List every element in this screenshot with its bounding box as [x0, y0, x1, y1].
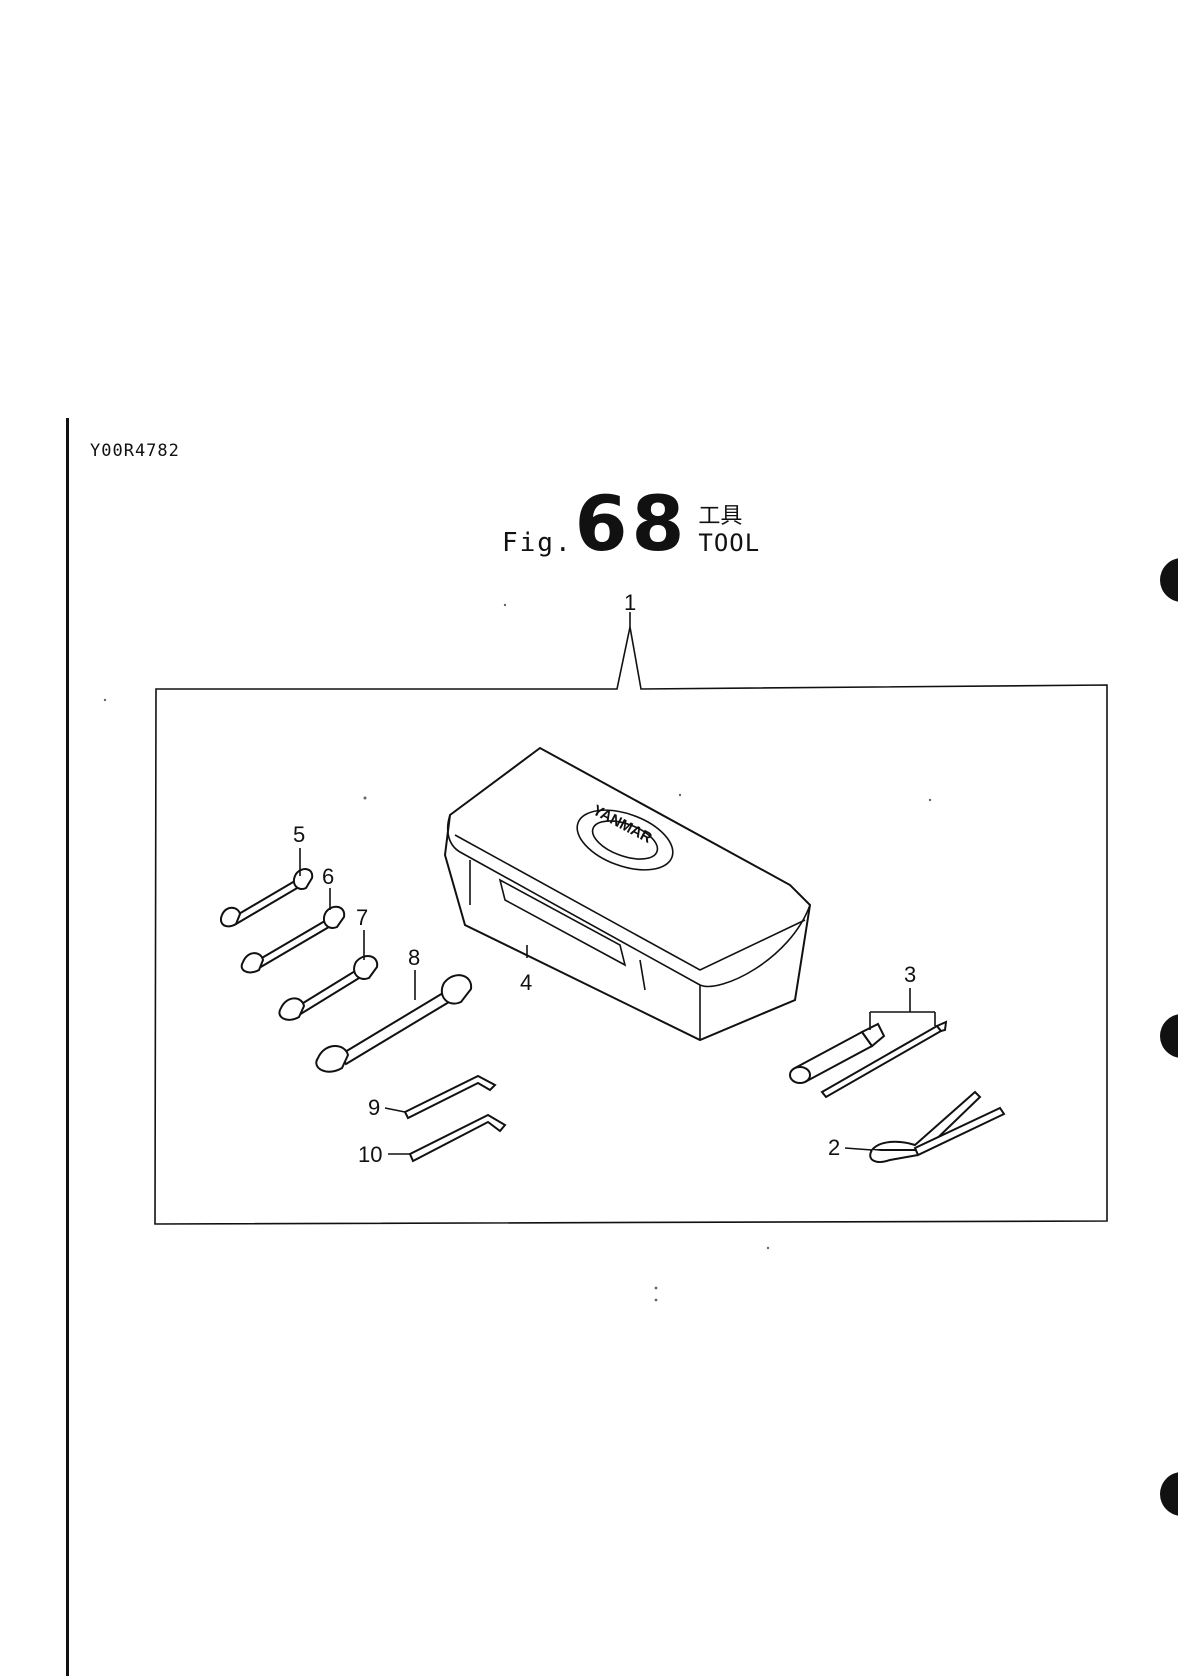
hex-key-small [405, 1076, 495, 1118]
scan-speck [504, 604, 506, 606]
wrench-small [221, 869, 312, 926]
screwdriver-handle [790, 1024, 884, 1083]
scan-speck [104, 699, 106, 701]
leader-9 [385, 1108, 405, 1112]
callout-5: 5 [293, 822, 305, 847]
callout-6: 6 [322, 864, 334, 889]
pliers [870, 1092, 1004, 1162]
scan-speck [929, 799, 931, 801]
hex-key-large [410, 1115, 505, 1161]
callout-3: 3 [904, 962, 916, 987]
callout-8: 8 [408, 945, 420, 970]
callout-1: 1 [624, 590, 636, 615]
callout-9: 9 [368, 1095, 380, 1120]
scan-speck [679, 794, 681, 796]
scan-speck [655, 1299, 658, 1302]
wrench-medium-small [242, 907, 345, 973]
callout-4: 4 [520, 970, 532, 995]
callout-2: 2 [828, 1135, 840, 1160]
callout-7: 7 [356, 905, 368, 930]
scan-speck [364, 797, 367, 800]
scan-speck [767, 1247, 769, 1249]
toolbox: YANMAR [445, 748, 810, 1040]
leader-2 [845, 1148, 872, 1150]
leader-3-bracket [870, 988, 935, 1030]
callout-10: 10 [358, 1142, 382, 1167]
scan-speck [655, 1287, 658, 1290]
wrench-medium [279, 956, 377, 1020]
